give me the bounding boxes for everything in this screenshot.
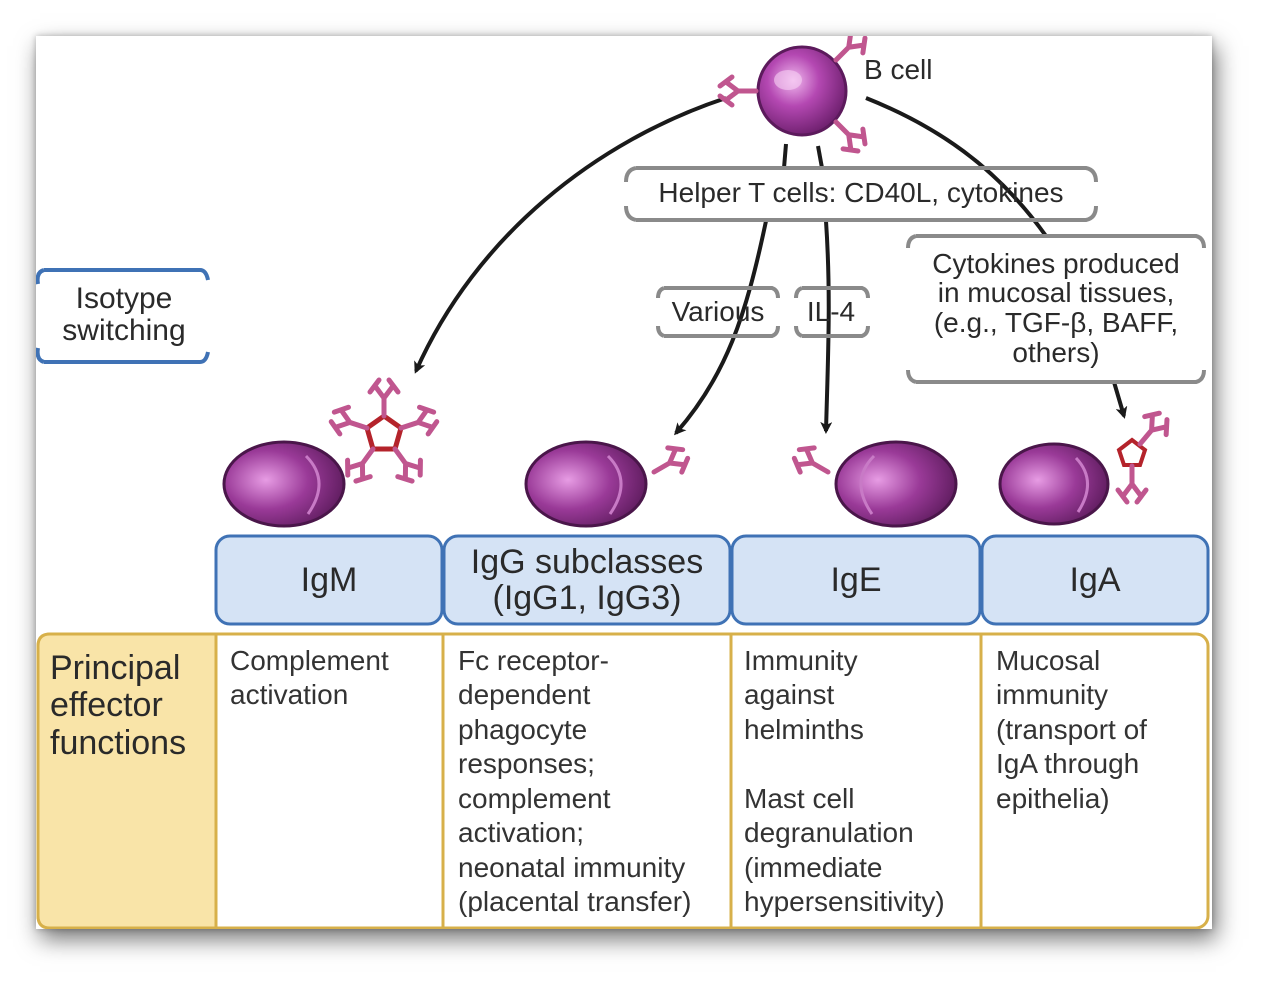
cytokines-box-frame — [906, 234, 1206, 384]
b-cell-to-helper-line-1 — [782, 143, 788, 169]
isotype-igg-label: IgG subclasses (IgG1, IgG3) — [470, 543, 704, 617]
ige-box — [730, 534, 982, 626]
arrow-cytokines-to-iga — [1112, 381, 1128, 419]
arrow-to-iga — [865, 96, 1048, 238]
isotype-switching-figure: B cell Isotype switching Helper T cells:… — [36, 36, 1212, 929]
igm-pentamer-icon — [328, 380, 439, 486]
il4-label: IL-4 — [806, 295, 856, 327]
isotype-ige-label: IgE — [830, 561, 882, 600]
effector-cell — [36, 632, 218, 929]
il4-box-frame — [794, 286, 870, 338]
ige-function-text: Immunity against helminths Mast cell deg… — [744, 645, 945, 918]
iga-dimer-icon — [1118, 407, 1174, 502]
arrow-to-igg — [674, 220, 768, 436]
helper-t-cells-label: Helper T cells: CD40L, cytokines — [658, 176, 1064, 208]
b-cell-to-helper-line-2 — [816, 145, 824, 169]
igm-function-text: Complement activation — [230, 645, 389, 711]
various-label: Various — [671, 295, 765, 327]
b-cell-icon — [720, 36, 871, 157]
effector-functions-title: Principal effector functions — [50, 649, 187, 762]
mucosal-cytokines-label: Cytokines produced in mucosal tissues, (… — [932, 247, 1180, 368]
plasma-cell-igg-icon — [524, 442, 692, 528]
igg-box — [442, 534, 732, 626]
helper-box-frame — [624, 166, 1098, 222]
isotype-igm-label: IgM — [300, 561, 358, 600]
plasma-cell-iga-icon — [998, 407, 1174, 526]
igg-function-text: Fc receptor- dependent phagocyte respons… — [458, 645, 692, 918]
plasma-cell-ige-icon — [790, 442, 958, 528]
various-box-frame — [656, 286, 780, 338]
isotype-iga-label: IgA — [1069, 561, 1121, 600]
isotype-box-frame — [36, 268, 210, 364]
isotype-switching-label: Isotype switching — [62, 281, 186, 347]
igm-box — [214, 534, 444, 626]
diagram-artwork — [36, 36, 1210, 929]
arrow-to-ige — [820, 220, 833, 434]
b-cell-label: B cell — [864, 54, 933, 85]
iga-box — [980, 534, 1210, 626]
arrow-to-igm — [414, 96, 727, 374]
plasma-cell-igm-icon — [222, 380, 440, 528]
iga-function-text: Mucosal immunity (transport of IgA throu… — [996, 645, 1147, 814]
